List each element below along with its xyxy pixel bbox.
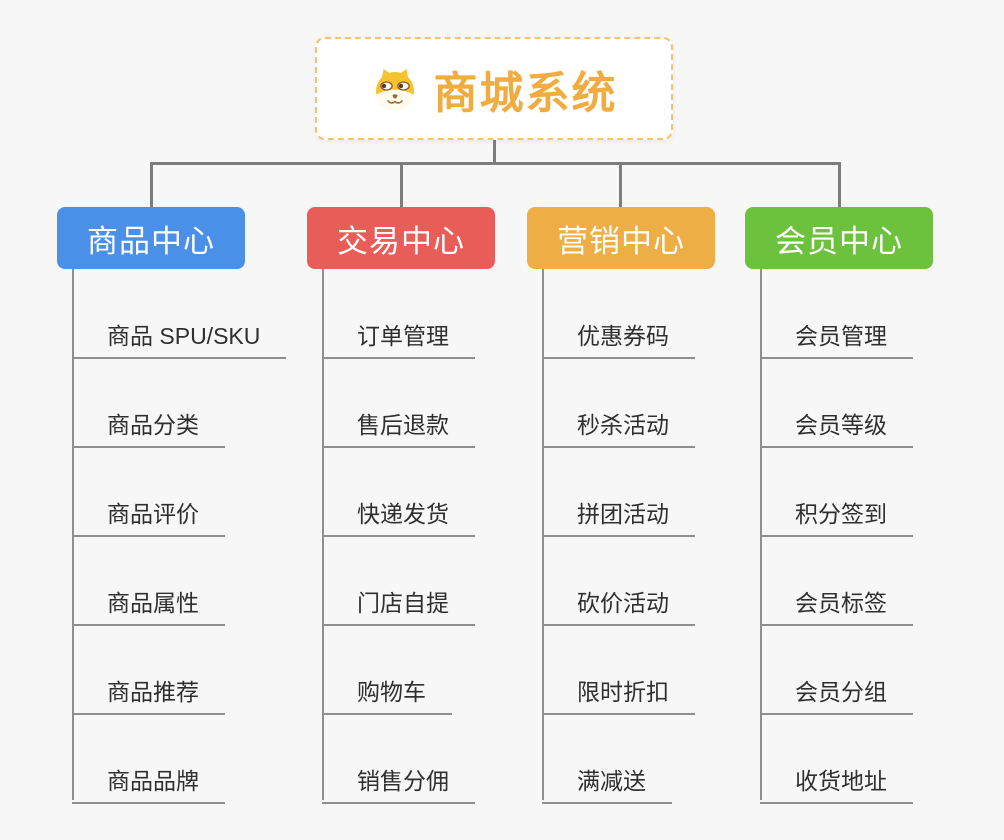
leaf-topic[interactable]: 商品品牌 [72, 750, 225, 804]
leaf-topic[interactable]: 售后退款 [322, 394, 475, 448]
leaf-topic[interactable]: 商品属性 [72, 572, 225, 626]
branch-node-member-center[interactable]: 会员中心 [745, 207, 933, 269]
connector-drop-marketing [619, 162, 622, 207]
leaf-topic[interactable]: 商品评价 [72, 483, 225, 537]
root-topic-title: 商城系统 [433, 68, 618, 118]
leaf-topic[interactable]: 秒杀活动 [542, 394, 695, 448]
connector-bus [150, 162, 841, 165]
leaf-topic[interactable]: 快递发货 [322, 483, 475, 537]
leaf-topic[interactable]: 会员分组 [760, 661, 913, 715]
leaf-topic[interactable]: 砍价活动 [542, 572, 695, 626]
branch-node-product-center[interactable]: 商品中心 [57, 207, 245, 269]
leaf-topic[interactable]: 商品分类 [72, 394, 225, 448]
branch-trunk-product: 商品 SPU/SKU 商品分类 商品评价 商品属性 商品推荐 商品品牌 [72, 269, 312, 804]
leaf-topic[interactable]: 商品推荐 [72, 661, 225, 715]
branch-node-trade-center[interactable]: 交易中心 [307, 207, 495, 269]
branch-node-marketing-center[interactable]: 营销中心 [527, 207, 715, 269]
leaf-topic[interactable]: 收货地址 [760, 750, 913, 804]
connector-root-stub [493, 140, 496, 165]
shiba-dog-icon [375, 68, 414, 110]
leaf-topic[interactable]: 拼团活动 [542, 483, 695, 537]
leaf-topic[interactable]: 会员等级 [760, 394, 913, 448]
connector-drop-member [838, 162, 841, 207]
root-topic-node[interactable]: 商城系统 [315, 37, 673, 140]
branch-trunk-trade: 订单管理 售后退款 快递发货 门店自提 购物车 销售分佣 [322, 269, 562, 804]
connector-drop-trade [400, 162, 403, 207]
leaf-topic[interactable]: 满减送 [542, 750, 672, 804]
leaf-topic[interactable]: 积分签到 [760, 483, 913, 537]
leaf-topic[interactable]: 限时折扣 [542, 661, 695, 715]
branch-trunk-member: 会员管理 会员等级 积分签到 会员标签 会员分组 收货地址 [760, 269, 1000, 804]
leaf-topic[interactable]: 订单管理 [322, 305, 475, 359]
leaf-topic[interactable]: 优惠券码 [542, 305, 695, 359]
connector-drop-product [150, 162, 153, 207]
leaf-topic[interactable]: 会员管理 [760, 305, 913, 359]
branch-trunk-marketing: 优惠券码 秒杀活动 拼团活动 砍价活动 限时折扣 满减送 [542, 269, 782, 804]
leaf-topic[interactable]: 会员标签 [760, 572, 913, 626]
leaf-topic[interactable]: 门店自提 [322, 572, 475, 626]
leaf-topic[interactable]: 购物车 [322, 661, 452, 715]
leaf-topic[interactable]: 商品 SPU/SKU [72, 305, 287, 359]
leaf-topic[interactable]: 销售分佣 [322, 750, 475, 804]
